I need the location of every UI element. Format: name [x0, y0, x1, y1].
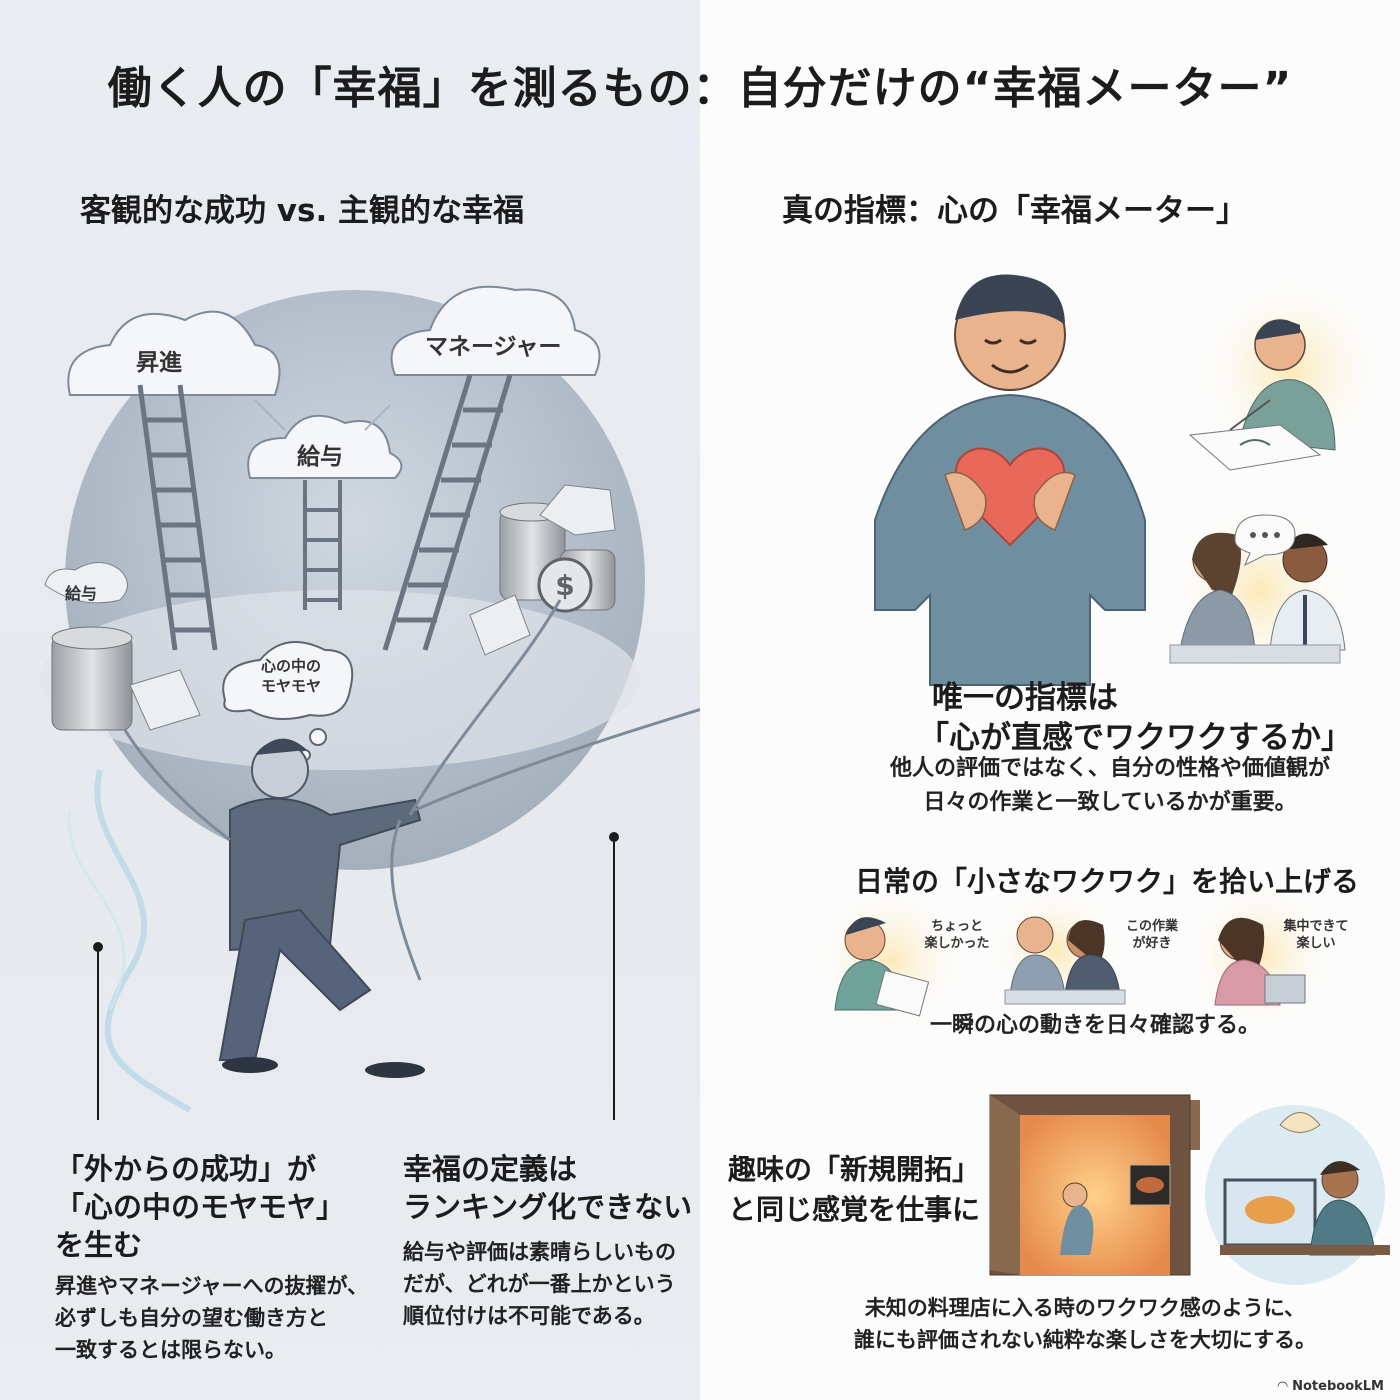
rope-to-heart: [414, 707, 700, 812]
indicator-heading-line2: 「心が直感でワクワクするか」: [918, 720, 1352, 756]
left-subtitle: 客観的な成功 vs. 主観的な幸福: [80, 193, 525, 229]
conversation-vignette: [1165, 495, 1355, 685]
man-with-heart: [874, 274, 1146, 686]
small-vignette-3: [1180, 875, 1340, 1035]
point-heading: 「外からの成功」が 「心の中のモヤモヤ」 を生む: [55, 1152, 346, 1262]
small-vignette-1: [810, 880, 970, 1040]
promotion-label: 昇進: [136, 350, 182, 376]
speech-bubble-icon: [1234, 514, 1296, 567]
dollar-coin-icon: $: [537, 557, 593, 613]
right-subtitle: 真の指標：心の「幸福メーター」: [782, 193, 1247, 229]
notebooklm-logo: ◠ NotebookLM: [1278, 1379, 1384, 1394]
ladder-right: [382, 374, 513, 651]
salary-tag-label: 給与: [65, 584, 98, 603]
manager-label: マネージャー: [425, 334, 562, 360]
salary-cloud: [247, 414, 403, 479]
swirl-decoration: [94, 769, 192, 1113]
speech-bubble-3: 集中できて 楽しい: [1283, 919, 1349, 951]
speech-bubble-2: この作業 が好き: [1125, 919, 1178, 951]
thought-bubble: [222, 641, 354, 761]
point-body: 給与や評価は素晴らしいもの だが、どれが一番上かという 順位付けは不可能である。: [403, 1240, 676, 1328]
indicator-body: 他人の評価ではなく、自分の性格や価値観が 日々の作業と一致しているかが重要。: [889, 756, 1330, 815]
promotion-cloud: [67, 310, 281, 396]
indicator-section: 唯一の指標は 「心が直感でワクワクするか」: [842, 678, 1382, 758]
drawing-person-vignette: [1188, 270, 1390, 471]
price-tag: [129, 669, 201, 731]
coin-stack-left: [51, 626, 133, 731]
manager-cloud: [390, 285, 601, 376]
door-scene: [989, 1094, 1191, 1276]
heart-icon: [954, 447, 1066, 547]
logo-text: NotebookLM: [1292, 1379, 1384, 1394]
daily-heading: 日常の「小さなワクワク」を拾い上げる: [855, 865, 1360, 898]
price-tag: [539, 484, 616, 536]
daily-body: 一瞬の心の動きを日々確認する。: [930, 1013, 1261, 1038]
price-tag: [469, 594, 531, 656]
indicator-heading-line1: 唯一の指標は: [932, 680, 1118, 716]
logo-icon: ◠: [1277, 1379, 1288, 1394]
left-illustration: $: [40, 285, 700, 1120]
hobby-heading: 趣味の「新規開拓」 と同じ感覚を仕事に: [728, 1153, 981, 1226]
small-vignette-2: [985, 880, 1126, 1020]
salary-tag-cloud: [44, 562, 128, 604]
point-heading: 幸福の定義は ランキング化できない: [403, 1152, 693, 1224]
businessman-figure: [218, 738, 425, 1078]
rope: [408, 599, 562, 816]
point-no-ranking: 幸福の定義は ランキング化できない 給与や評価は素晴らしいもの だが、どれが一番…: [403, 1150, 698, 1332]
ladder-center: [303, 480, 342, 610]
page-title: 働く人の「幸福」を測るもの：自分だけの“幸福メーター”: [107, 63, 1293, 114]
thought-bubble-text: 心の中の モヤモヤ: [260, 657, 321, 695]
speech-bubble-1: ちょっと 楽しかった: [924, 919, 990, 951]
hobby-illustration: [989, 1094, 1390, 1285]
point-outer-success: 「外からの成功」が 「心の中のモヤモヤ」 を生む 昇進やマネージャーへの抜擢が、…: [55, 1150, 385, 1366]
ladder-left: [137, 384, 218, 651]
salary-label: 給与: [297, 444, 343, 470]
desk-scene: [1205, 1105, 1390, 1285]
svg-text:$: $: [555, 569, 574, 602]
point-body: 昇進やマネージャーへの抜擢が、 必ずしも自分の望む働き方と 一致するとは限らない…: [55, 1274, 369, 1362]
hobby-body: 未知の料理店に入る時のワクワク感のように、 誰にも評価されない純粋な楽しさを大切…: [853, 1296, 1317, 1352]
